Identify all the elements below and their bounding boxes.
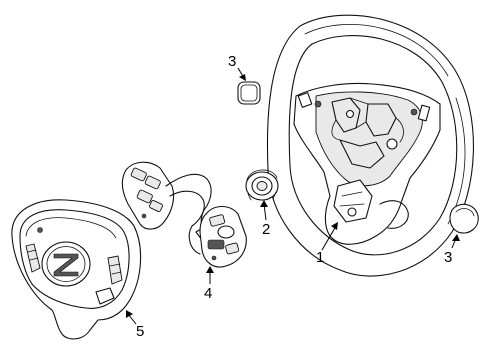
callout-5: 5 (136, 323, 144, 340)
airbag-module-drawing (11, 199, 142, 340)
switch-assembly-drawing (121, 161, 247, 268)
callout-2: 2 (262, 221, 270, 238)
callout-1: 1 (316, 249, 324, 266)
leader-lines (126, 67, 460, 325)
trim-cover-left-drawing (237, 81, 261, 105)
callout-3-left: 3 (228, 53, 236, 70)
callout-3-right: 3 (444, 249, 452, 266)
trim-cover-right-drawing (449, 203, 479, 234)
horn-nut-drawing (245, 169, 279, 201)
callout-4: 4 (204, 285, 212, 302)
steering-wheel-drawing (266, 14, 474, 277)
